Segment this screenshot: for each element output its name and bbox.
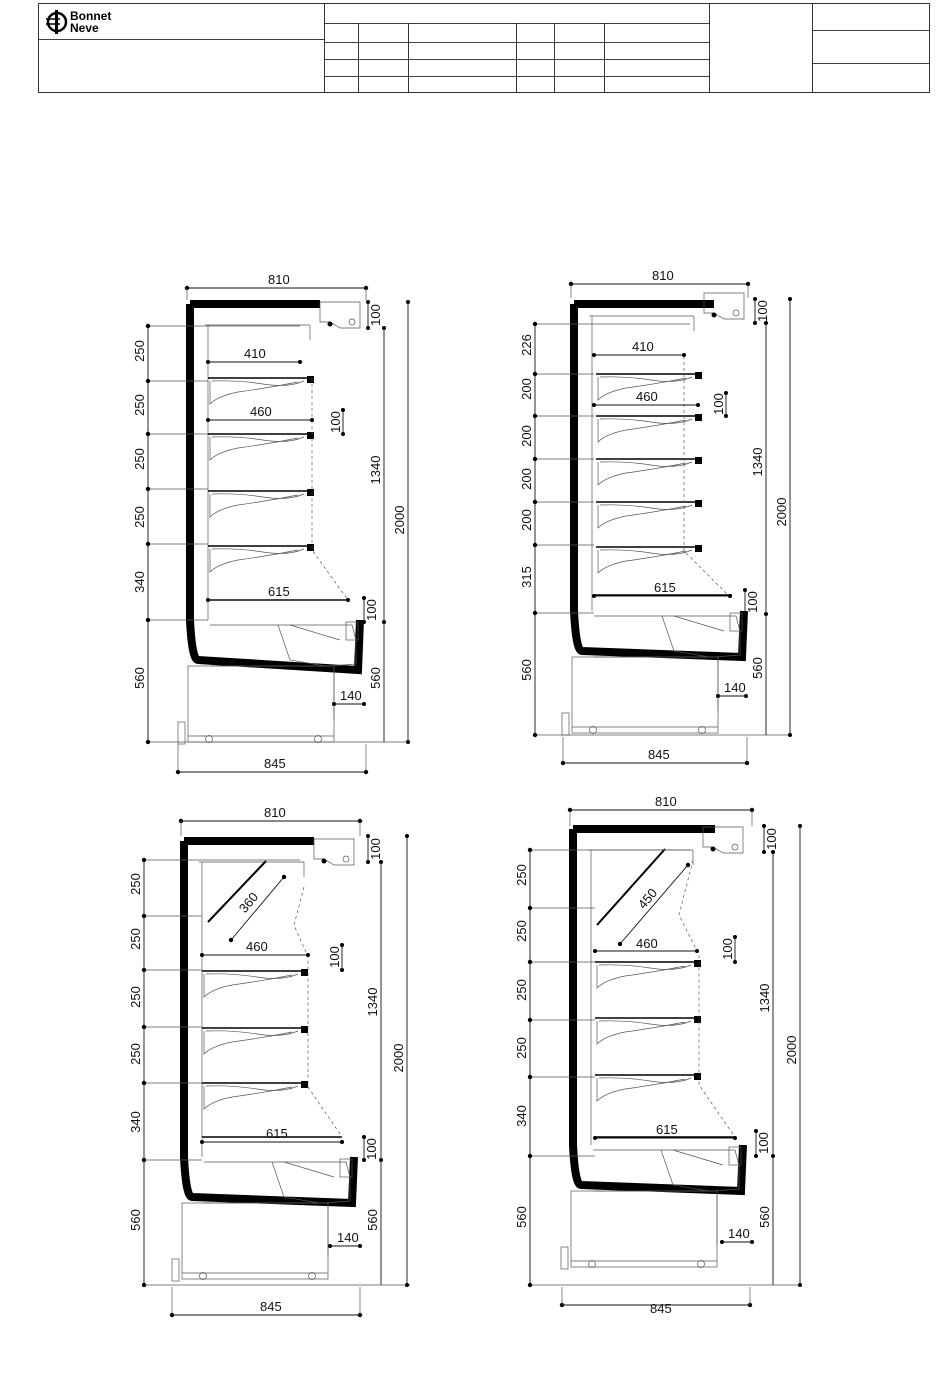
view-d-dims: 810 450 460 615 250 250 250 250 340 560 (514, 794, 802, 1316)
left-dim: 250 (128, 873, 143, 895)
left-dim: 200 (519, 425, 534, 447)
right-tall-dim: 1340 (368, 456, 383, 485)
right-tall-dim: 560 (750, 657, 765, 679)
right-small-dim: 140 (340, 688, 362, 703)
left-dim: 560 (128, 1209, 143, 1231)
bottom-width-dim: 845 (260, 1299, 282, 1314)
left-dim: 250 (514, 920, 529, 942)
bottom-width-dim: 845 (648, 747, 670, 762)
angled-shelf-dim: 450 (635, 885, 660, 911)
right-small-dim: 100 (327, 946, 342, 968)
left-dim: 340 (514, 1105, 529, 1127)
left-dim: 250 (132, 394, 147, 416)
view-b (561, 292, 748, 736)
top-width-dim: 810 (655, 794, 677, 809)
angled-shelf-dim: 360 (236, 889, 261, 915)
right-tall-dim: 560 (757, 1206, 772, 1228)
right-small-dim: 140 (728, 1226, 750, 1241)
shelf-depth-dim: 410 (244, 346, 266, 361)
logo-line1: Bonnet (70, 9, 111, 23)
left-dim: 340 (128, 1111, 143, 1133)
right-small-dim: 100 (756, 1132, 771, 1154)
view-d (560, 825, 747, 1270)
left-dim: 250 (132, 340, 147, 362)
left-dim: 226 (519, 334, 534, 356)
left-dim: 250 (514, 979, 529, 1001)
logo-line2: Neve (70, 21, 99, 35)
right-tall-dim: 2000 (391, 1044, 406, 1073)
view-a: 810 410 460 615 250 250 250 250 340 (132, 272, 410, 775)
bottom-width-dim: 845 (650, 1301, 672, 1316)
shelf-depth-dim: 460 (636, 936, 658, 951)
right-small-dim: 100 (711, 393, 726, 415)
right-tall-dim: 2000 (774, 498, 789, 527)
shelf-depth-dim: 615 (266, 1126, 288, 1141)
view-b-dims: 810 410 460 615 226 200 200 200 20 (519, 268, 792, 766)
left-dim: 340 (132, 571, 147, 593)
right-tall-dim: 1340 (750, 448, 765, 477)
left-dim: 315 (519, 566, 534, 588)
left-dim: 200 (519, 468, 534, 490)
right-small-dim: 140 (724, 680, 746, 695)
shelf-depth-dim: 615 (656, 1122, 678, 1137)
right-small-dim: 100 (755, 300, 770, 322)
right-tall-dim: 560 (365, 1209, 380, 1231)
right-tall-dim: 1340 (757, 984, 772, 1013)
top-width-dim: 810 (268, 272, 290, 287)
right-small-dim: 100 (764, 828, 779, 850)
shelf-depth-dim: 460 (246, 939, 268, 954)
left-dim: 250 (132, 448, 147, 470)
left-dim: 560 (132, 667, 147, 689)
shelf-depth-dim: 460 (636, 389, 658, 404)
left-dim: 250 (514, 864, 529, 886)
left-dim: 200 (519, 378, 534, 400)
right-tall-dim: 2000 (392, 506, 407, 535)
right-small-dim: 100 (328, 411, 343, 433)
right-tall-dim: 560 (368, 667, 383, 689)
view-c (171, 837, 358, 1282)
left-dim: 200 (519, 509, 534, 531)
right-small-dim: 100 (364, 1138, 379, 1160)
right-small-dim: 100 (745, 591, 760, 613)
shelf-depth-dim: 615 (654, 580, 676, 595)
left-dim: 560 (514, 1206, 529, 1228)
right-small-dim: 100 (368, 838, 383, 860)
right-tall-dim: 1340 (365, 988, 380, 1017)
shelf-depth-dim: 460 (250, 404, 272, 419)
title-block: Bonnet Neve (38, 3, 930, 93)
view-c-dims: 810 360 460 615 250 250 250 250 340 560 (128, 805, 410, 1318)
bonnet-neve-logo-icon (46, 10, 68, 34)
left-dim: 250 (128, 1043, 143, 1065)
top-width-dim: 810 (264, 805, 286, 820)
left-dim: 250 (128, 986, 143, 1008)
right-small-dim: 100 (364, 599, 379, 621)
left-dim: 250 (128, 928, 143, 950)
left-dim: 250 (132, 506, 147, 528)
right-small-dim: 140 (337, 1230, 359, 1245)
right-small-dim: 100 (720, 938, 735, 960)
left-dim: 250 (514, 1037, 529, 1059)
shelf-depth-dim: 410 (632, 339, 654, 354)
left-dim: 560 (519, 659, 534, 681)
top-width-dim: 810 (652, 268, 674, 283)
right-small-dim: 100 (368, 304, 383, 326)
right-tall-dim: 2000 (784, 1036, 799, 1065)
bottom-width-dim: 845 (264, 756, 286, 771)
shelf-depth-dim: 615 (268, 584, 290, 599)
